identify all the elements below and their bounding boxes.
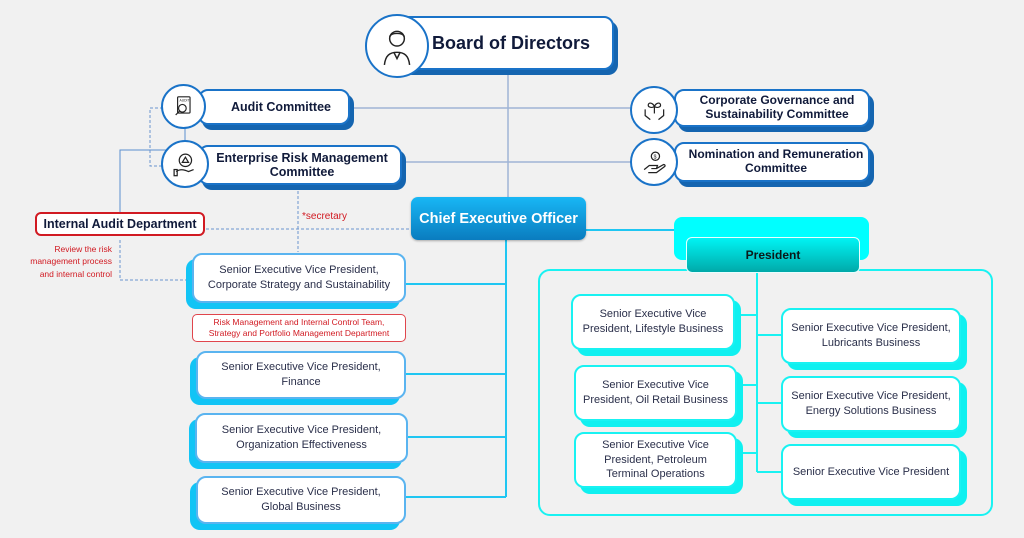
gear-warning-hand-icon [161, 140, 209, 188]
secretary-note: *secretary [302, 211, 348, 222]
svp-label: Senior Executive Vice President, Finance [221, 361, 381, 388]
svp-lifestyle-box[interactable]: Senior Executive Vice President, Lifesty… [571, 294, 735, 350]
svp-label: Senior Executive Vice President [792, 465, 950, 478]
audit-committee-label: Audit Committee [231, 100, 331, 114]
internal-audit-label: Internal Audit Department [43, 217, 197, 231]
risk-committee-box[interactable]: Enterprise Risk Management Committee [198, 145, 402, 185]
svp-finance-box[interactable]: Senior Executive Vice President, Finance [196, 351, 406, 399]
svp-label: Senior Executive Vice President, Global … [221, 486, 381, 513]
president-label: President [745, 248, 801, 262]
svg-text:$: $ [653, 154, 656, 160]
governance-committee-box[interactable]: Corporate Governance and Sustainability … [674, 89, 870, 127]
governance-committee-label: Corporate Governance and Sustainability … [699, 93, 855, 121]
internal-audit-note: Review the risk management process and i… [30, 244, 112, 279]
svp-unspecified-box[interactable]: Senior Executive Vice President [781, 444, 961, 500]
svp-corporate-strategy-box[interactable]: Senior Executive Vice President, Corpora… [192, 253, 406, 303]
svp-lubricants-box[interactable]: Senior Executive Vice President, Lubrica… [781, 308, 961, 364]
nomination-committee-box[interactable]: Nomination and Remuneration Committee [674, 142, 870, 182]
money-hand-icon: $ [630, 138, 678, 186]
svp-label: Senior Executive Vice President, Corpora… [207, 264, 391, 291]
svp-organization-effectiveness-box[interactable]: Senior Executive Vice President, Organiz… [195, 413, 408, 463]
svp-energy-solutions-box[interactable]: Senior Executive Vice President, Energy … [781, 376, 961, 432]
svg-text:AUDIT: AUDIT [180, 99, 190, 103]
svp-label: Senior Executive Vice President, Energy … [791, 390, 951, 417]
svp-global-business-box[interactable]: Senior Executive Vice President, Global … [196, 476, 406, 524]
svp-label: Senior Executive Vice President, Oil Ret… [583, 379, 728, 406]
businessman-icon [365, 14, 429, 78]
board-label: Board of Directors [432, 32, 591, 53]
nomination-committee-label: Nomination and Remuneration Committee [688, 147, 864, 175]
ceo-label: Chief Executive Officer [419, 210, 578, 227]
risk-team-box[interactable]: Risk Management and Internal Control Tea… [192, 314, 406, 342]
audit-committee-box[interactable]: Audit Committee [198, 89, 350, 125]
president-box[interactable]: President [686, 237, 860, 273]
plant-hands-icon [630, 86, 678, 134]
audit-document-icon: AUDIT [161, 84, 206, 129]
audit-to-iad-line [119, 149, 185, 212]
svp-oil-retail-box[interactable]: Senior Executive Vice President, Oil Ret… [574, 365, 737, 421]
iad-to-strategy-line [119, 240, 190, 281]
internal-audit-department-box[interactable]: Internal Audit Department [35, 212, 205, 236]
risk-team-label: Risk Management and Internal Control Tea… [208, 316, 390, 338]
svp-label: Senior Executive Vice President, Organiz… [221, 424, 382, 451]
svp-label: Senior Executive Vice President, Petrole… [602, 438, 709, 481]
svp-label: Senior Executive Vice President, Lubrica… [791, 322, 951, 349]
svp-petroleum-terminal-box[interactable]: Senior Executive Vice President, Petrole… [574, 432, 737, 488]
ceo-box[interactable]: Chief Executive Officer [411, 197, 586, 240]
svp-label: Senior Executive Vice President, Lifesty… [582, 308, 724, 335]
board-of-directors-box[interactable]: Board of Directors [398, 16, 614, 70]
audit-dashed-line [149, 107, 168, 167]
risk-committee-label: Enterprise Risk Management Committee [216, 150, 388, 179]
